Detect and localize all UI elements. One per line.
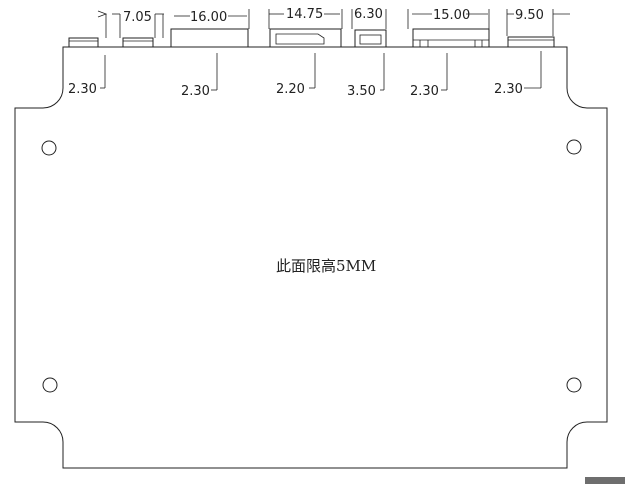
connector-2 bbox=[122, 37, 154, 48]
connector-3 bbox=[170, 28, 249, 48]
width-dim-label: 14.75 bbox=[286, 7, 323, 22]
width-dimension-lines bbox=[97, 9, 570, 38]
width-dim-label: 6.30 bbox=[354, 7, 383, 22]
connector-7 bbox=[507, 36, 555, 48]
height-dim-label: 2.30 bbox=[181, 84, 210, 99]
connector-5 bbox=[354, 29, 387, 48]
connector-6 bbox=[412, 28, 490, 48]
mounting-hole-top-right bbox=[566, 139, 582, 155]
height-dim-label: 2.20 bbox=[276, 82, 305, 97]
corner-marker bbox=[585, 477, 625, 484]
height-dimension-leaders bbox=[100, 51, 542, 91]
width-dim-label: 16.00 bbox=[190, 10, 227, 25]
height-dim-label: 3.50 bbox=[347, 84, 376, 99]
connector-4 bbox=[269, 28, 342, 48]
board-outline bbox=[14, 46, 608, 469]
width-dim-label: 9.50 bbox=[515, 8, 544, 23]
connector-1 bbox=[68, 37, 99, 48]
width-dim-label: 15.00 bbox=[433, 8, 470, 23]
height-dim-label: 2.30 bbox=[68, 82, 97, 97]
mounting-hole-bottom-right bbox=[566, 377, 582, 393]
mounting-hole-top-left bbox=[41, 140, 57, 156]
width-dim-label: 7.05 bbox=[123, 10, 152, 25]
height-dim-label: 2.30 bbox=[494, 82, 523, 97]
height-limit-note: 此面限高5MM bbox=[276, 257, 376, 275]
mounting-hole-bottom-left bbox=[42, 377, 58, 393]
height-dim-label: 2.30 bbox=[410, 84, 439, 99]
